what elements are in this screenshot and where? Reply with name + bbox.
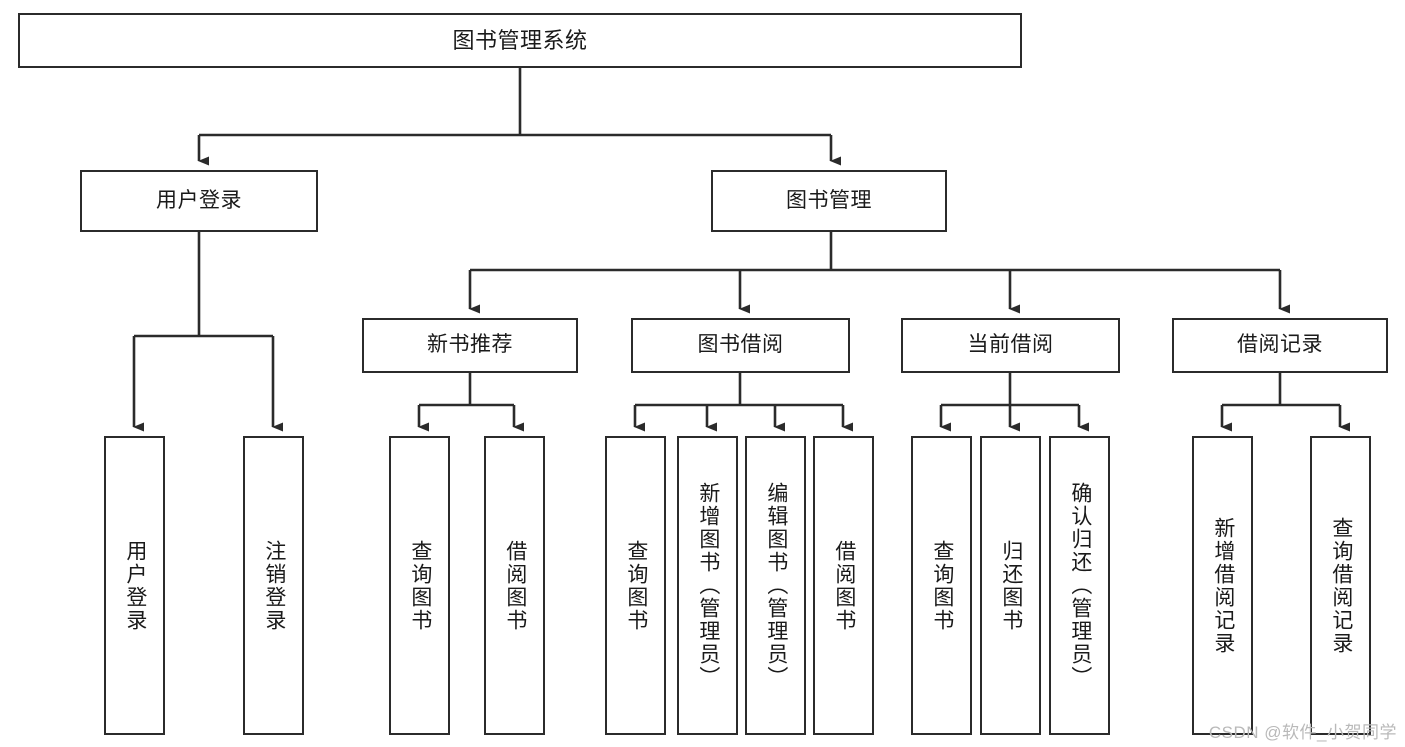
node-leaf-add-record[interactable]: 新增借阅记录 — [1192, 436, 1253, 735]
node-leaf-logout-login-label: 注销登录 — [262, 539, 286, 632]
node-book-manage[interactable]: 图书管理 — [711, 170, 947, 232]
node-current-borrow-label: 当前借阅 — [967, 333, 1054, 357]
node-borrow-record-label: 借阅记录 — [1237, 333, 1323, 357]
node-leaf-query-record[interactable]: 查询借阅记录 — [1310, 436, 1371, 735]
node-new-book-recommend-label: 新书推荐 — [427, 333, 513, 357]
node-leaf-logout-login[interactable]: 注销登录 — [243, 436, 304, 735]
node-book-borrow-label: 图书借阅 — [697, 333, 784, 357]
node-leaf-borrow-book-1[interactable]: 借阅图书 — [484, 436, 545, 735]
node-leaf-confirm-return-label: 确认归还（管理员） — [1068, 482, 1092, 689]
node-leaf-edit-book-label: 编辑图书（管理员） — [764, 482, 788, 689]
node-user-login[interactable]: 用户登录 — [80, 170, 318, 232]
node-leaf-borrow-book-2-label: 借阅图书 — [832, 539, 856, 632]
node-leaf-add-book-label: 新增图书（管理员） — [696, 482, 720, 689]
node-root-system[interactable]: 图书管理系统 — [18, 13, 1022, 68]
node-leaf-edit-book[interactable]: 编辑图书（管理员） — [745, 436, 806, 735]
node-leaf-confirm-return[interactable]: 确认归还（管理员） — [1049, 436, 1110, 735]
node-book-manage-label: 图书管理 — [786, 188, 872, 212]
node-leaf-query-record-label: 查询借阅记录 — [1329, 516, 1353, 655]
node-leaf-query-book-1-label: 查询图书 — [408, 539, 432, 632]
node-borrow-record[interactable]: 借阅记录 — [1172, 318, 1388, 373]
node-leaf-add-book[interactable]: 新增图书（管理员） — [677, 436, 738, 735]
watermark-text: CSDN @软件_小贺同学 — [1208, 723, 1397, 742]
node-leaf-add-record-label: 新增借阅记录 — [1211, 516, 1235, 655]
node-leaf-user-login-label: 用户登录 — [123, 539, 147, 632]
node-new-book-recommend[interactable]: 新书推荐 — [362, 318, 578, 373]
node-user-login-label: 用户登录 — [156, 188, 242, 212]
node-current-borrow[interactable]: 当前借阅 — [901, 318, 1120, 373]
node-leaf-query-book-3-label: 查询图书 — [930, 539, 954, 632]
node-leaf-query-book-2-label: 查询图书 — [624, 539, 648, 632]
node-leaf-borrow-book-1-label: 借阅图书 — [503, 539, 527, 632]
node-book-borrow[interactable]: 图书借阅 — [631, 318, 850, 373]
node-leaf-return-book[interactable]: 归还图书 — [980, 436, 1041, 735]
node-root-label: 图书管理系统 — [452, 27, 588, 53]
node-leaf-query-book-3[interactable]: 查询图书 — [911, 436, 972, 735]
node-leaf-return-book-label: 归还图书 — [999, 539, 1023, 632]
node-leaf-query-book-2[interactable]: 查询图书 — [605, 436, 666, 735]
node-leaf-borrow-book-2[interactable]: 借阅图书 — [813, 436, 874, 735]
node-leaf-user-login[interactable]: 用户登录 — [104, 436, 165, 735]
node-leaf-query-book-1[interactable]: 查询图书 — [389, 436, 450, 735]
